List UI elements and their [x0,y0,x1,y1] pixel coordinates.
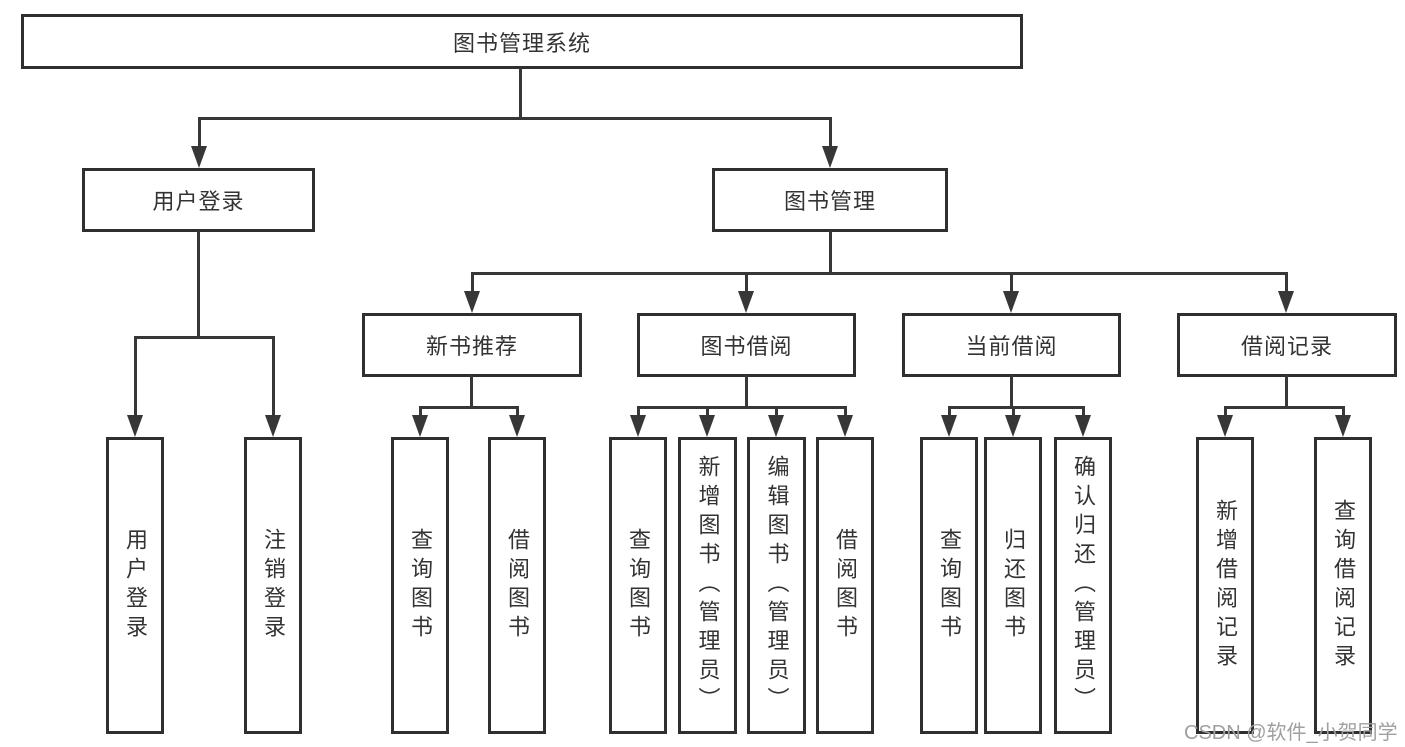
node-label: 用户登录 [152,189,245,214]
leaf-edit-book-admin: 编辑图书（管理员） [747,437,806,734]
leaf-borrow-book-recommend: 借阅图书 [488,437,546,734]
arrowhead-down [1075,415,1091,437]
connector-line [198,117,201,153]
arrowhead-down [509,415,525,437]
leaf-logout-login: 注销登录 [244,437,302,734]
arrowhead-down [1335,415,1351,437]
arrowhead-down [1005,415,1021,437]
leaf-label: 编辑图书（管理员） [764,455,790,716]
leaf-query-book-borrow: 查询图书 [609,437,667,734]
node-library-management-system: 图书管理系统 [21,14,1023,69]
leaf-label: 新增图书（管理员） [695,455,721,716]
connector-line [745,375,748,409]
node-current-borrow: 当前借阅 [902,313,1121,377]
connector-line [1224,406,1344,409]
arrowhead-down [630,415,646,437]
node-label: 新书推荐 [425,334,518,359]
connector-line [198,117,832,120]
connector-line [1285,375,1288,409]
connector-line [1012,406,1015,419]
node-user-login: 用户登录 [82,168,315,232]
arrowhead-down [768,415,784,437]
node-book-borrow: 图书借阅 [637,313,856,377]
leaf-label: 查询借阅记录 [1331,498,1356,673]
connector-line [948,406,951,419]
connector-line [519,68,522,119]
arrowhead-down [412,415,428,437]
connector-line [948,406,1084,409]
connector-line [637,406,640,419]
connector-line [706,406,709,419]
arrowhead-down [464,291,480,313]
connector-line [775,406,778,419]
leaf-user-login: 用户登录 [106,437,164,734]
csdn-watermark: CSDN @软件_小贺同学 [1184,722,1398,744]
node-book-management: 图书管理 [712,168,948,232]
connector-line [419,406,422,419]
connector-line [1342,406,1345,419]
connector-line [1082,406,1085,419]
node-label: 当前借阅 [965,334,1058,359]
leaf-confirm-return-admin: 确认归还（管理员） [1054,437,1112,734]
connector-line [1285,272,1288,297]
leaf-label: 借阅图书 [505,527,530,644]
connector-line [829,117,832,153]
arrowhead-down [1217,415,1233,437]
connector-line [419,406,519,409]
connector-line [1010,375,1013,409]
arrowhead-down [265,415,281,437]
leaf-borrow-book: 借阅图书 [816,437,874,734]
node-label: 图书管理 [783,189,876,214]
node-label: 图书管理系统 [452,30,591,56]
connector-line [829,231,832,274]
node-label: 借阅记录 [1240,334,1333,359]
connector-line [1010,272,1013,297]
connector-line [516,406,519,419]
leaf-label: 注销登录 [261,527,286,644]
leaf-label: 确认归还（管理员） [1071,455,1096,716]
leaf-label: 用户登录 [123,527,148,644]
leaf-return-book: 归还图书 [984,437,1042,734]
connector-line [745,272,748,297]
arrowhead-down [837,415,853,437]
connector-line [471,272,474,297]
leaf-add-book-admin: 新增图书（管理员） [678,437,737,734]
connector-line [637,406,846,409]
leaf-label: 查询图书 [937,527,962,644]
leaf-label: 查询图书 [626,527,651,644]
leaf-query-book-current: 查询图书 [920,437,978,734]
arrowhead-down [738,291,754,313]
arrowhead-down [127,415,143,437]
arrowhead-down [1003,291,1019,313]
connector-line [197,231,200,338]
leaf-query-borrow-record: 查询借阅记录 [1314,437,1372,734]
connector-line [134,336,137,419]
arrowhead-down [699,415,715,437]
connector-line [470,375,473,409]
arrowhead-down [1278,291,1294,313]
leaf-label: 新增借阅记录 [1213,498,1238,673]
arrowhead-down [822,146,838,168]
arrowhead-down [191,146,207,168]
leaf-label: 借阅图书 [833,527,858,644]
node-new-book-recommend: 新书推荐 [362,313,582,377]
connector-line [844,406,847,419]
arrowhead-down [941,415,957,437]
connector-line [272,336,275,419]
connector-line [471,272,1288,275]
node-label: 图书借阅 [700,334,793,359]
leaf-add-borrow-record: 新增借阅记录 [1196,437,1254,734]
leaf-label: 查询图书 [408,527,433,644]
leaf-label: 归还图书 [1001,527,1026,644]
node-borrow-records: 借阅记录 [1177,313,1397,377]
leaf-query-book-recommend: 查询图书 [391,437,449,734]
connector-line [134,336,275,339]
connector-line [1224,406,1227,419]
